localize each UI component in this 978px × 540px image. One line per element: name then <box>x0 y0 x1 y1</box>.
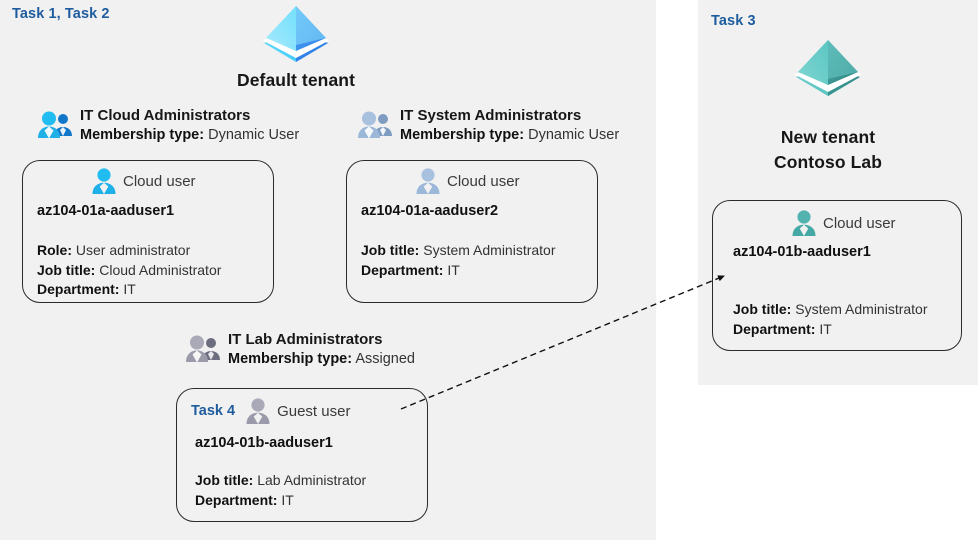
card-attr-row: Job title: Cloud Administrator <box>37 261 221 281</box>
card-kind-label: Guest user <box>277 402 351 420</box>
membership-type-label: Membership type: <box>228 351 353 367</box>
card-kind-label: Cloud user <box>123 172 196 190</box>
attr-value: System Administrator <box>795 301 928 317</box>
task-tag-card: Task 4 <box>191 403 236 419</box>
card-user-kind: Cloud user <box>791 209 896 237</box>
attr-value: IT <box>123 281 136 297</box>
task-tag-right: Task 3 <box>711 13 756 29</box>
membership-type-label: Membership type: <box>400 127 525 143</box>
card-attr-row: Job title: System Administrator <box>361 241 556 261</box>
card-user-kind: Cloud user <box>415 167 520 195</box>
card-attr-row: Department: IT <box>733 320 928 340</box>
attr-value: IT <box>281 491 294 508</box>
membership-type-value: Dynamic User <box>208 127 300 143</box>
card-user-name: az104-01b-aaduser1 <box>733 244 871 260</box>
attr-label: Department: <box>195 491 278 508</box>
user-card-az104-01b-aaduser1-cloud[interactable]: Cloud user az104-01b-aaduser1 Job title:… <box>712 200 962 351</box>
azure-ad-tenant-icon-new <box>790 34 866 104</box>
card-attr-row: Job title: System Administrator <box>733 300 928 320</box>
attr-label: Job title: <box>37 261 96 278</box>
attr-label: Role: <box>37 242 72 258</box>
attr-value: Lab Administrator <box>257 472 367 488</box>
card-user-name: az104-01b-aaduser1 <box>195 435 333 451</box>
card-attributes: Job title: System Administrator Departme… <box>733 300 928 339</box>
attr-value: User administrator <box>75 242 191 258</box>
default-tenant-label: Default tenant <box>236 70 356 90</box>
group-title: IT System Administrators <box>400 107 582 124</box>
card-kind-label: Cloud user <box>447 172 520 190</box>
card-user-kind: Task 4 Guest user <box>191 397 350 425</box>
card-attributes: Job title: Lab Administrator Department:… <box>195 471 366 510</box>
attr-value: Cloud Administrator <box>99 261 222 278</box>
membership-type-value: Dynamic User <box>528 127 620 143</box>
attr-value: System Administrator <box>423 242 556 258</box>
attr-label: Job title: <box>195 472 254 488</box>
attr-label: Job title: <box>361 242 420 258</box>
user-card-az104-01a-aaduser2[interactable]: Cloud user az104-01a-aaduser2 Job title:… <box>346 160 598 303</box>
attr-value: IT <box>819 320 832 337</box>
guest-user-icon <box>245 397 271 425</box>
card-kind-label: Cloud user <box>823 214 896 232</box>
group-title: IT Cloud Administrators <box>80 107 251 124</box>
group-users-icon <box>358 110 394 140</box>
card-attributes: Job title: System Administrator Departme… <box>361 241 556 280</box>
card-attr-row: Role: User administrator <box>37 241 221 261</box>
group-membership-type: Membership type: Assigned <box>228 349 415 369</box>
card-user-name: az104-01a-aaduser1 <box>37 203 175 219</box>
card-attr-row: Department: IT <box>361 261 556 281</box>
azure-ad-tenant-icon-default <box>258 2 334 68</box>
group-users-icon <box>186 334 222 364</box>
attr-label: Job title: <box>733 301 792 317</box>
card-attr-row: Job title: Lab Administrator <box>195 471 366 491</box>
card-user-kind: Cloud user <box>91 167 196 195</box>
card-attr-row: Department: IT <box>37 280 221 300</box>
card-attributes: Role: User administrator Job title: Clou… <box>37 241 221 300</box>
attr-label: Department: <box>361 261 444 278</box>
task-tag-left: Task 1, Task 2 <box>12 6 110 22</box>
new-tenant-label-line2: Contoso Lab <box>773 152 883 172</box>
new-tenant-label-line1: New tenant <box>780 127 876 147</box>
cloud-user-icon <box>415 167 441 195</box>
attr-label: Department: <box>733 320 816 337</box>
cloud-user-icon <box>91 167 117 195</box>
group-membership-type: Membership type: Dynamic User <box>400 125 619 145</box>
card-attr-row: Department: IT <box>195 491 366 511</box>
membership-type-label: Membership type: <box>80 127 205 143</box>
membership-type-value: Assigned <box>355 351 415 367</box>
attr-value: IT <box>447 261 460 278</box>
card-user-name: az104-01a-aaduser2 <box>361 203 499 219</box>
attr-label: Department: <box>37 281 120 297</box>
group-title: IT Lab Administrators <box>228 331 383 348</box>
cloud-user-icon <box>791 209 817 237</box>
user-card-az104-01a-aaduser1[interactable]: Cloud user az104-01a-aaduser1 Role: User… <box>22 160 274 303</box>
user-card-az104-01b-aaduser1-guest[interactable]: Task 4 Guest user az104-01b-aaduser1 Job… <box>176 388 428 522</box>
group-membership-type: Membership type: Dynamic User <box>80 125 299 145</box>
group-users-icon <box>38 110 74 140</box>
